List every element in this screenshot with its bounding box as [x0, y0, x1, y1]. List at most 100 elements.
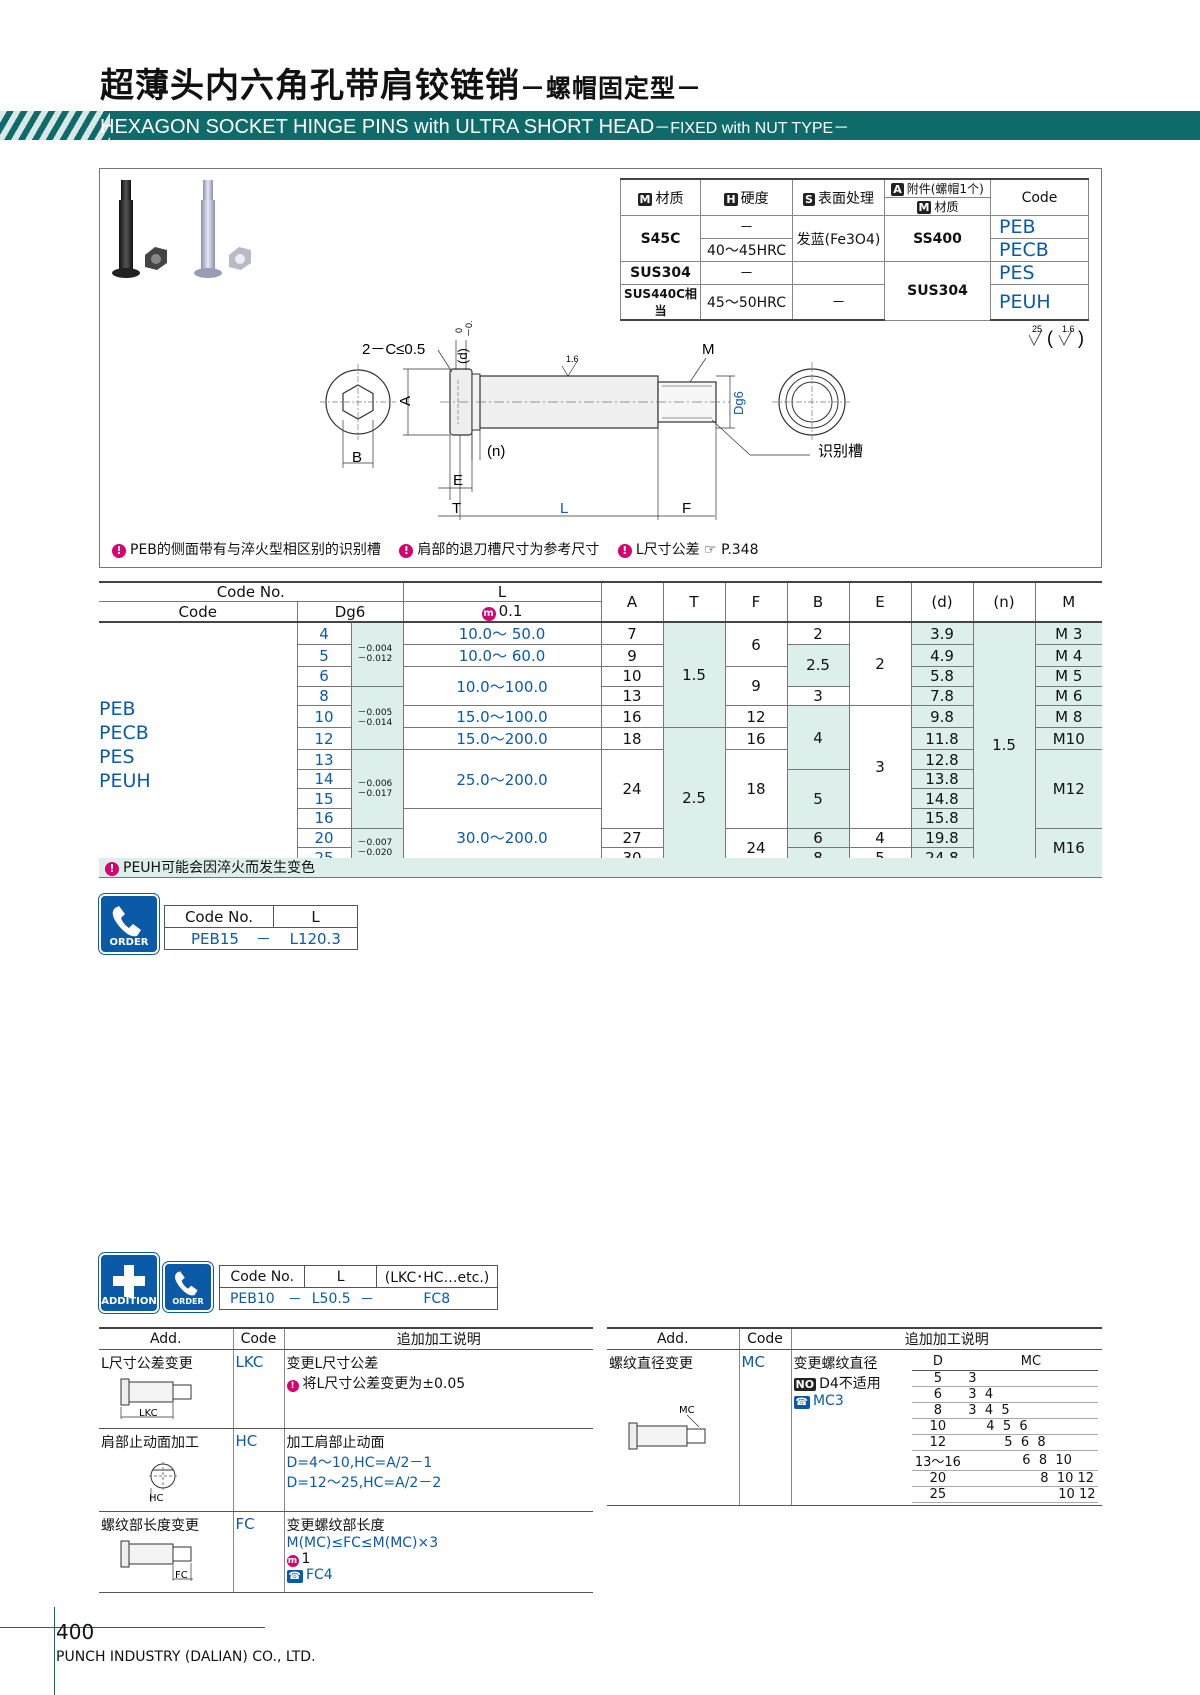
- m-0: M 3: [1034, 621, 1102, 646]
- dg6-14: 14: [296, 768, 352, 790]
- mc-v-1: 3 4: [964, 1386, 1098, 1403]
- add-order-ex-extra: FC8: [376, 1287, 498, 1310]
- code-peb: PEB: [99, 697, 136, 720]
- mat-acc-2: SUS304: [884, 261, 991, 321]
- a-4: 16: [600, 705, 664, 729]
- d-8: 14.8: [910, 788, 974, 810]
- f-4: 18: [724, 749, 788, 829]
- b-1: 2.5: [786, 644, 850, 687]
- order-col-code: Code No.: [164, 905, 274, 928]
- t-1: 2.5: [662, 727, 726, 868]
- label-dg6: Dg6: [731, 391, 746, 415]
- mat-code-pecb: PECB: [990, 238, 1089, 262]
- mat-sus304: SUS304: [620, 261, 701, 285]
- tol-2: －0.006－0.017: [350, 749, 404, 829]
- svg-text:MC: MC: [679, 1405, 695, 1416]
- l-range-1: 10.0～ 60.0: [402, 644, 602, 668]
- mc-d-2: 8: [911, 1402, 965, 1419]
- page-title: 超薄头内六角孔带肩铰链销－螺帽固定型－: [100, 58, 702, 107]
- mc-h-mc: MC: [964, 1354, 1098, 1371]
- mat-hardness-1: 40～45HRC: [700, 238, 793, 262]
- mat-code-peb: PEB: [990, 215, 1089, 239]
- code-list: PEB PECB PES PEUH: [99, 621, 298, 868]
- mat-surface-3: －: [792, 284, 885, 321]
- label-roughness-main: 25: [1032, 324, 1042, 334]
- th-e: E: [848, 580, 912, 624]
- addition-order-table: Code No. L (LKC･HC…etc.) PEB10 － L50.5 －…: [218, 1265, 498, 1310]
- mc-figure: MC: [628, 1405, 706, 1450]
- dg6-6: 6: [296, 666, 352, 687]
- l-range-3: 15.0～100.0: [402, 705, 602, 729]
- page-number: 400: [56, 1620, 95, 1644]
- title-cn: 超薄头内六角孔带肩铰链销: [100, 66, 520, 106]
- spec-table: Code No. L A T F B E (d) (n) M Code Dg6 …: [99, 580, 1102, 868]
- add-order-col-l: L: [304, 1265, 377, 1288]
- mc-v-3: 4 5 6: [964, 1418, 1098, 1435]
- fc-figure: FC: [120, 1540, 193, 1581]
- mat-hardness-3: 45～50HRC: [700, 284, 793, 321]
- add-order-ex-dash2: －: [357, 1287, 377, 1310]
- d-3: 7.8: [910, 685, 974, 707]
- mat-header-code: Code: [990, 178, 1089, 216]
- a-7: 27: [600, 827, 664, 849]
- l-range-2: 10.0～100.0: [402, 666, 602, 707]
- add-row-lkc: L尺寸公差变更 LKC: [99, 1349, 233, 1429]
- svg-text:): ): [1078, 328, 1084, 348]
- d-1: 4.9: [910, 644, 974, 668]
- add-row-fc: 螺纹部长度变更 FC: [99, 1511, 233, 1593]
- d-9: 15.8: [910, 808, 974, 829]
- d-4: 9.8: [910, 705, 974, 729]
- mc-h-d: D: [911, 1354, 965, 1371]
- f-2: 12: [724, 705, 788, 729]
- addition-order-icon: ORDER: [162, 1261, 214, 1313]
- svg-text:LKC: LKC: [139, 1408, 158, 1419]
- dg6-8: 8: [296, 685, 352, 707]
- svg-text:(: (: [1047, 328, 1053, 348]
- a-1: 9: [600, 644, 664, 668]
- footer-line: [0, 1627, 265, 1628]
- mc-v-4: 5 6 8: [964, 1434, 1098, 1451]
- title-cn-sub: －螺帽固定型－: [520, 74, 703, 103]
- note-0: !PEB的侧面带有与淬火型相区别的识别槽: [112, 542, 381, 558]
- a-0: 7: [600, 621, 664, 646]
- add-order-col-extra: (LKC･HC…etc.): [376, 1265, 498, 1288]
- add-left-h-code: Code: [232, 1327, 284, 1350]
- mc-d-1: 6: [911, 1386, 965, 1403]
- label-chamfer: 2－C≤0.5: [362, 341, 425, 358]
- label-a: A: [397, 396, 414, 406]
- order-table: Code No. L PEB15 － L120.3: [164, 905, 358, 950]
- title-en-main: HEXAGON SOCKET HINGE PINS with ULTRA SHO…: [100, 116, 655, 138]
- add-code-mc: MC: [738, 1349, 791, 1506]
- label-l: L: [560, 500, 568, 517]
- m-2: M 5: [1034, 666, 1102, 687]
- th-f: F: [724, 580, 788, 624]
- l-range-5: 25.0～200.0: [402, 749, 602, 810]
- technical-drawing: B A (d) 0 －0.1 2－C≤0.5 1.6 M Dg6 识别槽 (n)…: [320, 320, 1084, 520]
- svg-text:FC: FC: [175, 1570, 188, 1581]
- code-pes: PES: [99, 745, 135, 768]
- mc-v-2: 3 4 5: [964, 1402, 1098, 1419]
- order-ex-code: PEB15: [164, 927, 254, 950]
- t-0: 1.5: [662, 621, 726, 729]
- b-2: 3: [786, 685, 850, 707]
- n-0: 1.5: [972, 621, 1036, 868]
- order-ex-l: L120.3: [273, 927, 358, 950]
- mc-d-4: 12: [911, 1434, 965, 1451]
- b-3: 4: [786, 705, 850, 770]
- hex-socket-icon: [342, 384, 374, 420]
- spec-note: !PEUH可能会因淬火而发生变色: [99, 858, 1102, 878]
- title-stripes: [0, 111, 110, 140]
- tol-0: －0.004－0.012: [350, 621, 404, 687]
- l-range-0: 10.0～ 50.0: [402, 621, 602, 646]
- dg6-5: 5: [296, 644, 352, 668]
- th-a: A: [600, 580, 664, 624]
- label-n: (n): [487, 443, 505, 460]
- e-2: 4: [848, 827, 912, 849]
- code-pecb: PECB: [99, 721, 149, 744]
